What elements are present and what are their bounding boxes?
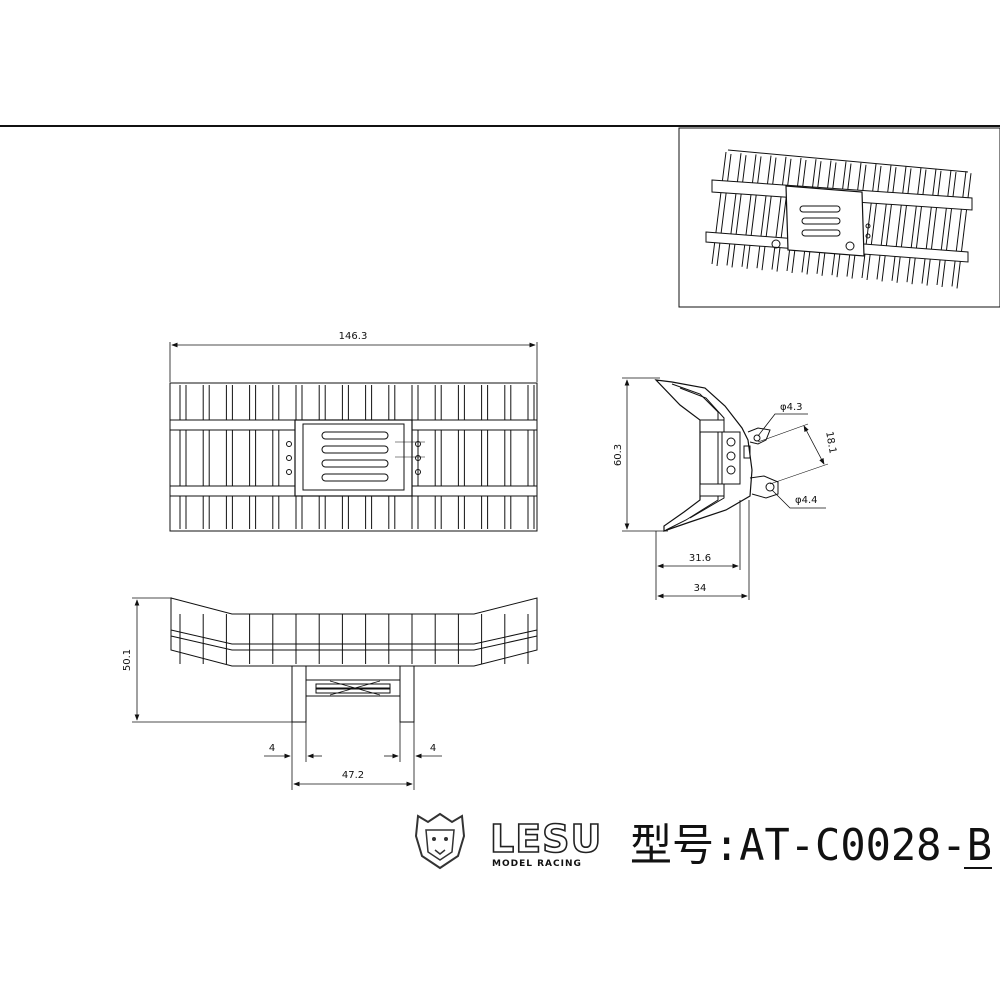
side-height-dimension-label: 60.3 (613, 444, 624, 466)
front-right-mount (399, 665, 415, 723)
hole-spacing-dimension-line (803, 425, 825, 465)
iso-bar (936, 169, 952, 286)
iso-bar (876, 165, 892, 280)
iso-bar (921, 168, 937, 284)
iso-bar (746, 156, 762, 269)
mount-left-label: 4 (269, 743, 275, 754)
hole-bottom-label: φ4.4 (795, 495, 818, 506)
iso-bar (716, 153, 732, 267)
iso-bar (951, 171, 967, 287)
front-left-mount (291, 665, 307, 723)
iso-bar (866, 165, 882, 281)
top-view-outline (169, 382, 538, 532)
mount-span-label: 47.2 (342, 770, 364, 781)
iso-bar (771, 156, 787, 270)
lion-logo-icon (414, 812, 466, 870)
front-view: 50.1 4 4 47.2 (122, 597, 538, 790)
front-height-dimension-label: 50.1 (122, 649, 133, 671)
mount-right-label: 4 (430, 743, 436, 754)
iso-bar (861, 163, 877, 279)
top-view-bars (179, 385, 535, 529)
iso-bar (926, 170, 942, 286)
top-view: 146.3 (169, 331, 538, 532)
brand-logo-subtext: MODEL RACING (492, 859, 582, 869)
side-depth-outer-label: 34 (694, 583, 707, 594)
iso-bar (956, 173, 972, 289)
iso-bar (941, 171, 957, 288)
side-view: 60.3 φ4.3 18.1 φ4.4 31.6 34 (613, 377, 838, 600)
iso-bar (896, 168, 912, 283)
iso-bar (761, 157, 777, 271)
iso-back-rail (727, 149, 969, 173)
iso-bar (711, 151, 727, 265)
iso-bar (906, 167, 922, 283)
iso-bar (911, 169, 927, 285)
iso-bar (881, 167, 897, 282)
top-center-plate (294, 419, 413, 497)
iso-center-plate (785, 185, 865, 257)
hole-bottom-leader (771, 489, 826, 509)
iso-bar (776, 158, 792, 272)
side-profile-outline (654, 379, 753, 532)
model-number-label: 型号:AT-C0028-B (630, 820, 992, 871)
brand-logo-text: LESU (490, 817, 602, 861)
hole-top-leader (757, 413, 808, 437)
hole-top-label: φ4.3 (780, 402, 803, 413)
brand-block: LESU MODEL RACING 型号:AT-C0028-B (414, 812, 992, 871)
iso-bar (726, 153, 742, 266)
side-depth-inner-label: 31.6 (689, 553, 711, 564)
iso-bar (891, 166, 907, 281)
front-view-bars (179, 614, 529, 664)
front-view-outline (170, 597, 538, 667)
isometric-view (678, 127, 1000, 308)
isometric-view-frame (678, 127, 1000, 308)
iso-bar (731, 155, 747, 268)
hole-spacing-label: 18.1 (823, 431, 838, 455)
iso-bar (756, 155, 772, 269)
iso-bar (741, 154, 757, 267)
width-dimension-label: 146.3 (339, 331, 368, 342)
